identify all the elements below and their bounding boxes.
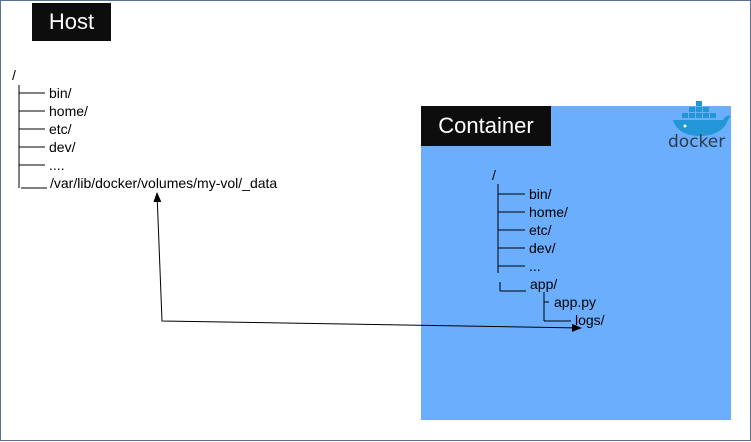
container-entry: home/ — [529, 204, 568, 220]
app-file: app.py — [554, 294, 597, 310]
host-volume-path: /var/lib/docker/volumes/my-vol/_data — [50, 175, 278, 191]
host-entry: home/ — [49, 103, 88, 119]
host-title: Host — [32, 3, 111, 41]
container-title: Container — [421, 106, 551, 146]
container-entry: etc/ — [529, 222, 552, 238]
container-entry: app/ — [530, 276, 558, 292]
container-entry: dev/ — [529, 240, 556, 256]
container-entry: bin/ — [529, 186, 552, 202]
host-entry: dev/ — [49, 139, 76, 155]
host-root: / — [12, 67, 16, 83]
volume-mapping-arrow — [153, 192, 582, 332]
docker-logo-text: docker — [668, 132, 726, 152]
docker-whale-icon — [673, 101, 731, 136]
app-logs-dir: logs/ — [575, 312, 605, 328]
host-entry: .... — [49, 157, 65, 173]
container-entry: ... — [529, 258, 541, 274]
container-root: / — [492, 167, 496, 183]
host-entry: bin/ — [49, 85, 72, 101]
host-entry: etc/ — [49, 121, 72, 137]
